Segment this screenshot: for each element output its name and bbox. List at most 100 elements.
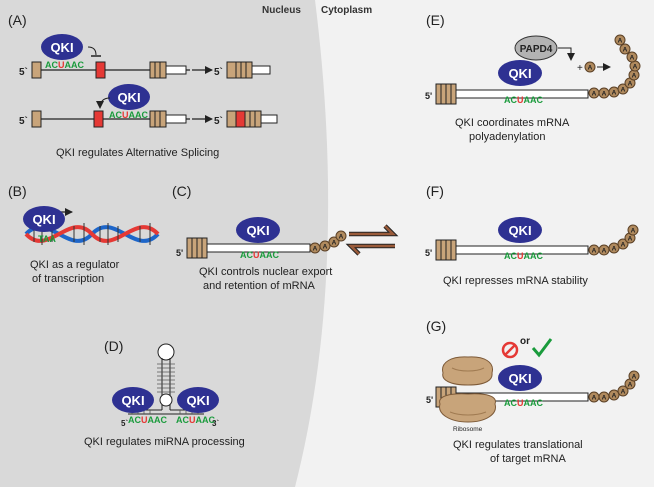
free-adenosine: A (584, 61, 596, 73)
adenosine-label: A (612, 246, 617, 253)
qki-protein-f: QKI (498, 217, 542, 243)
adenosine-label: A (621, 242, 626, 249)
svg-text:ACUAAC: ACUAAC (504, 398, 544, 408)
adenosine-label: A (618, 38, 623, 45)
qki-protein-d1: QKI (112, 387, 154, 413)
svg-text:ACUAAC: ACUAAC (45, 60, 85, 70)
adenosine-bead (627, 224, 639, 236)
panel-c-caption-2: and retention of mRNA (203, 280, 316, 292)
svg-text:5`: 5` (121, 419, 128, 428)
svg-text:5`: 5` (214, 116, 223, 127)
adenosine-label: A (332, 240, 337, 247)
adenosine-label: A (628, 81, 633, 88)
panel-b-caption-2: of transcription (32, 273, 104, 285)
qki-label: QKI (50, 40, 73, 55)
panel-e-caption-1: QKI coordinates mRNA (455, 117, 570, 129)
adenosine-label: A (313, 246, 318, 253)
activation-arrow (96, 97, 111, 109)
adenosine-label: A (602, 91, 607, 98)
panel-d-letter: (D) (104, 338, 123, 354)
adenosine-bead (584, 61, 596, 73)
adenosine-label: A (612, 90, 617, 97)
papd4-arrow (558, 47, 575, 61)
adenosine-label: A (621, 389, 626, 396)
qki-protein-e: QKI (498, 60, 542, 86)
panel-g-letter: (G) (426, 318, 446, 334)
adenosine-label: A (602, 395, 607, 402)
svg-text:QKI: QKI (117, 90, 140, 105)
svg-text:5': 5' (425, 248, 432, 258)
panel-g-caption-1: QKI regulates translational (453, 439, 583, 451)
export-retention-arrows (345, 224, 399, 256)
adenosine-label: A (592, 395, 597, 402)
panel-a-mrna-included: 5` (214, 110, 278, 128)
plus-sign: + (577, 63, 583, 74)
five-prime-label: 5` (19, 67, 28, 78)
panel-d: (D) QKI (84, 338, 245, 448)
adenosine-label: A (612, 393, 617, 400)
adenosine-label: A (633, 64, 638, 71)
svg-text:5': 5' (426, 395, 433, 405)
adenosine-label: A (602, 248, 607, 255)
adenosine-label: A (339, 234, 344, 241)
panel-b: (B) QKI TAA QKI as a regulator of transc… (8, 183, 160, 285)
mrna-f (435, 239, 589, 261)
panel-a-premrna-2: 5` (19, 110, 190, 128)
adenosine-bead (608, 242, 620, 254)
adenosine-bead (319, 240, 331, 252)
adenosine-bead (617, 238, 629, 250)
panel-e-letter: (E) (426, 12, 445, 28)
adenosine-label: A (323, 244, 328, 251)
adenosine-label: A (628, 382, 633, 389)
svg-text:ACUAAC: ACUAAC (109, 110, 149, 120)
panel-g-caption-2: of target mRNA (490, 453, 566, 465)
promoter-motif: TAA (38, 234, 56, 244)
translation-check-icon (531, 338, 553, 358)
qki-protein-a1: QKI (41, 34, 83, 60)
adenosine-label: A (630, 55, 635, 62)
svg-text:QKI: QKI (32, 212, 55, 227)
adenosine-bead (614, 34, 626, 46)
adenosine-label: A (592, 248, 597, 255)
papd4-enzyme: PAPD4 (514, 35, 558, 61)
adenosine-label: A (592, 91, 597, 98)
mrna-e (435, 83, 589, 105)
motif-d1: ACUAAC (128, 415, 168, 425)
motif-c: ACUAAC (240, 250, 280, 260)
svg-text:ACUAAC: ACUAAC (504, 95, 544, 105)
motif-d2: ACUAAC (176, 415, 216, 425)
svg-text:QKI: QKI (186, 393, 209, 408)
ribosome-label: Ribosome (453, 426, 483, 433)
adenosine-bead (335, 230, 347, 242)
motif-f: ACUAAC (504, 251, 544, 261)
svg-text:ACUAAC: ACUAAC (504, 251, 544, 261)
adenosine-bead (619, 43, 631, 55)
svg-text:3`: 3` (212, 419, 219, 428)
svg-text:QKI: QKI (508, 66, 531, 81)
adenosine-label: A (632, 73, 637, 80)
or-label: or (520, 336, 530, 347)
ribosome (439, 356, 496, 423)
panel-c-letter: (C) (172, 183, 191, 199)
svg-text:5': 5' (425, 91, 432, 101)
svg-text:ACUAAC: ACUAAC (128, 415, 168, 425)
adenosine-bead (617, 83, 629, 95)
motif-a1: ACUAAC (45, 60, 85, 70)
cytoplasm-label: Cytoplasm (321, 5, 372, 16)
qki-protein-d2: QKI (177, 387, 219, 413)
adenosine-bead (626, 51, 638, 63)
motif-a2: ACUAAC (109, 110, 149, 120)
adenosine-bead (617, 385, 629, 397)
svg-text:QKI: QKI (246, 223, 269, 238)
adenosine-label: A (588, 65, 593, 72)
exon-1 (31, 61, 42, 79)
svg-text:QKI: QKI (508, 371, 531, 386)
adenosine-label: A (632, 374, 637, 381)
svg-text:QKI: QKI (508, 223, 531, 238)
